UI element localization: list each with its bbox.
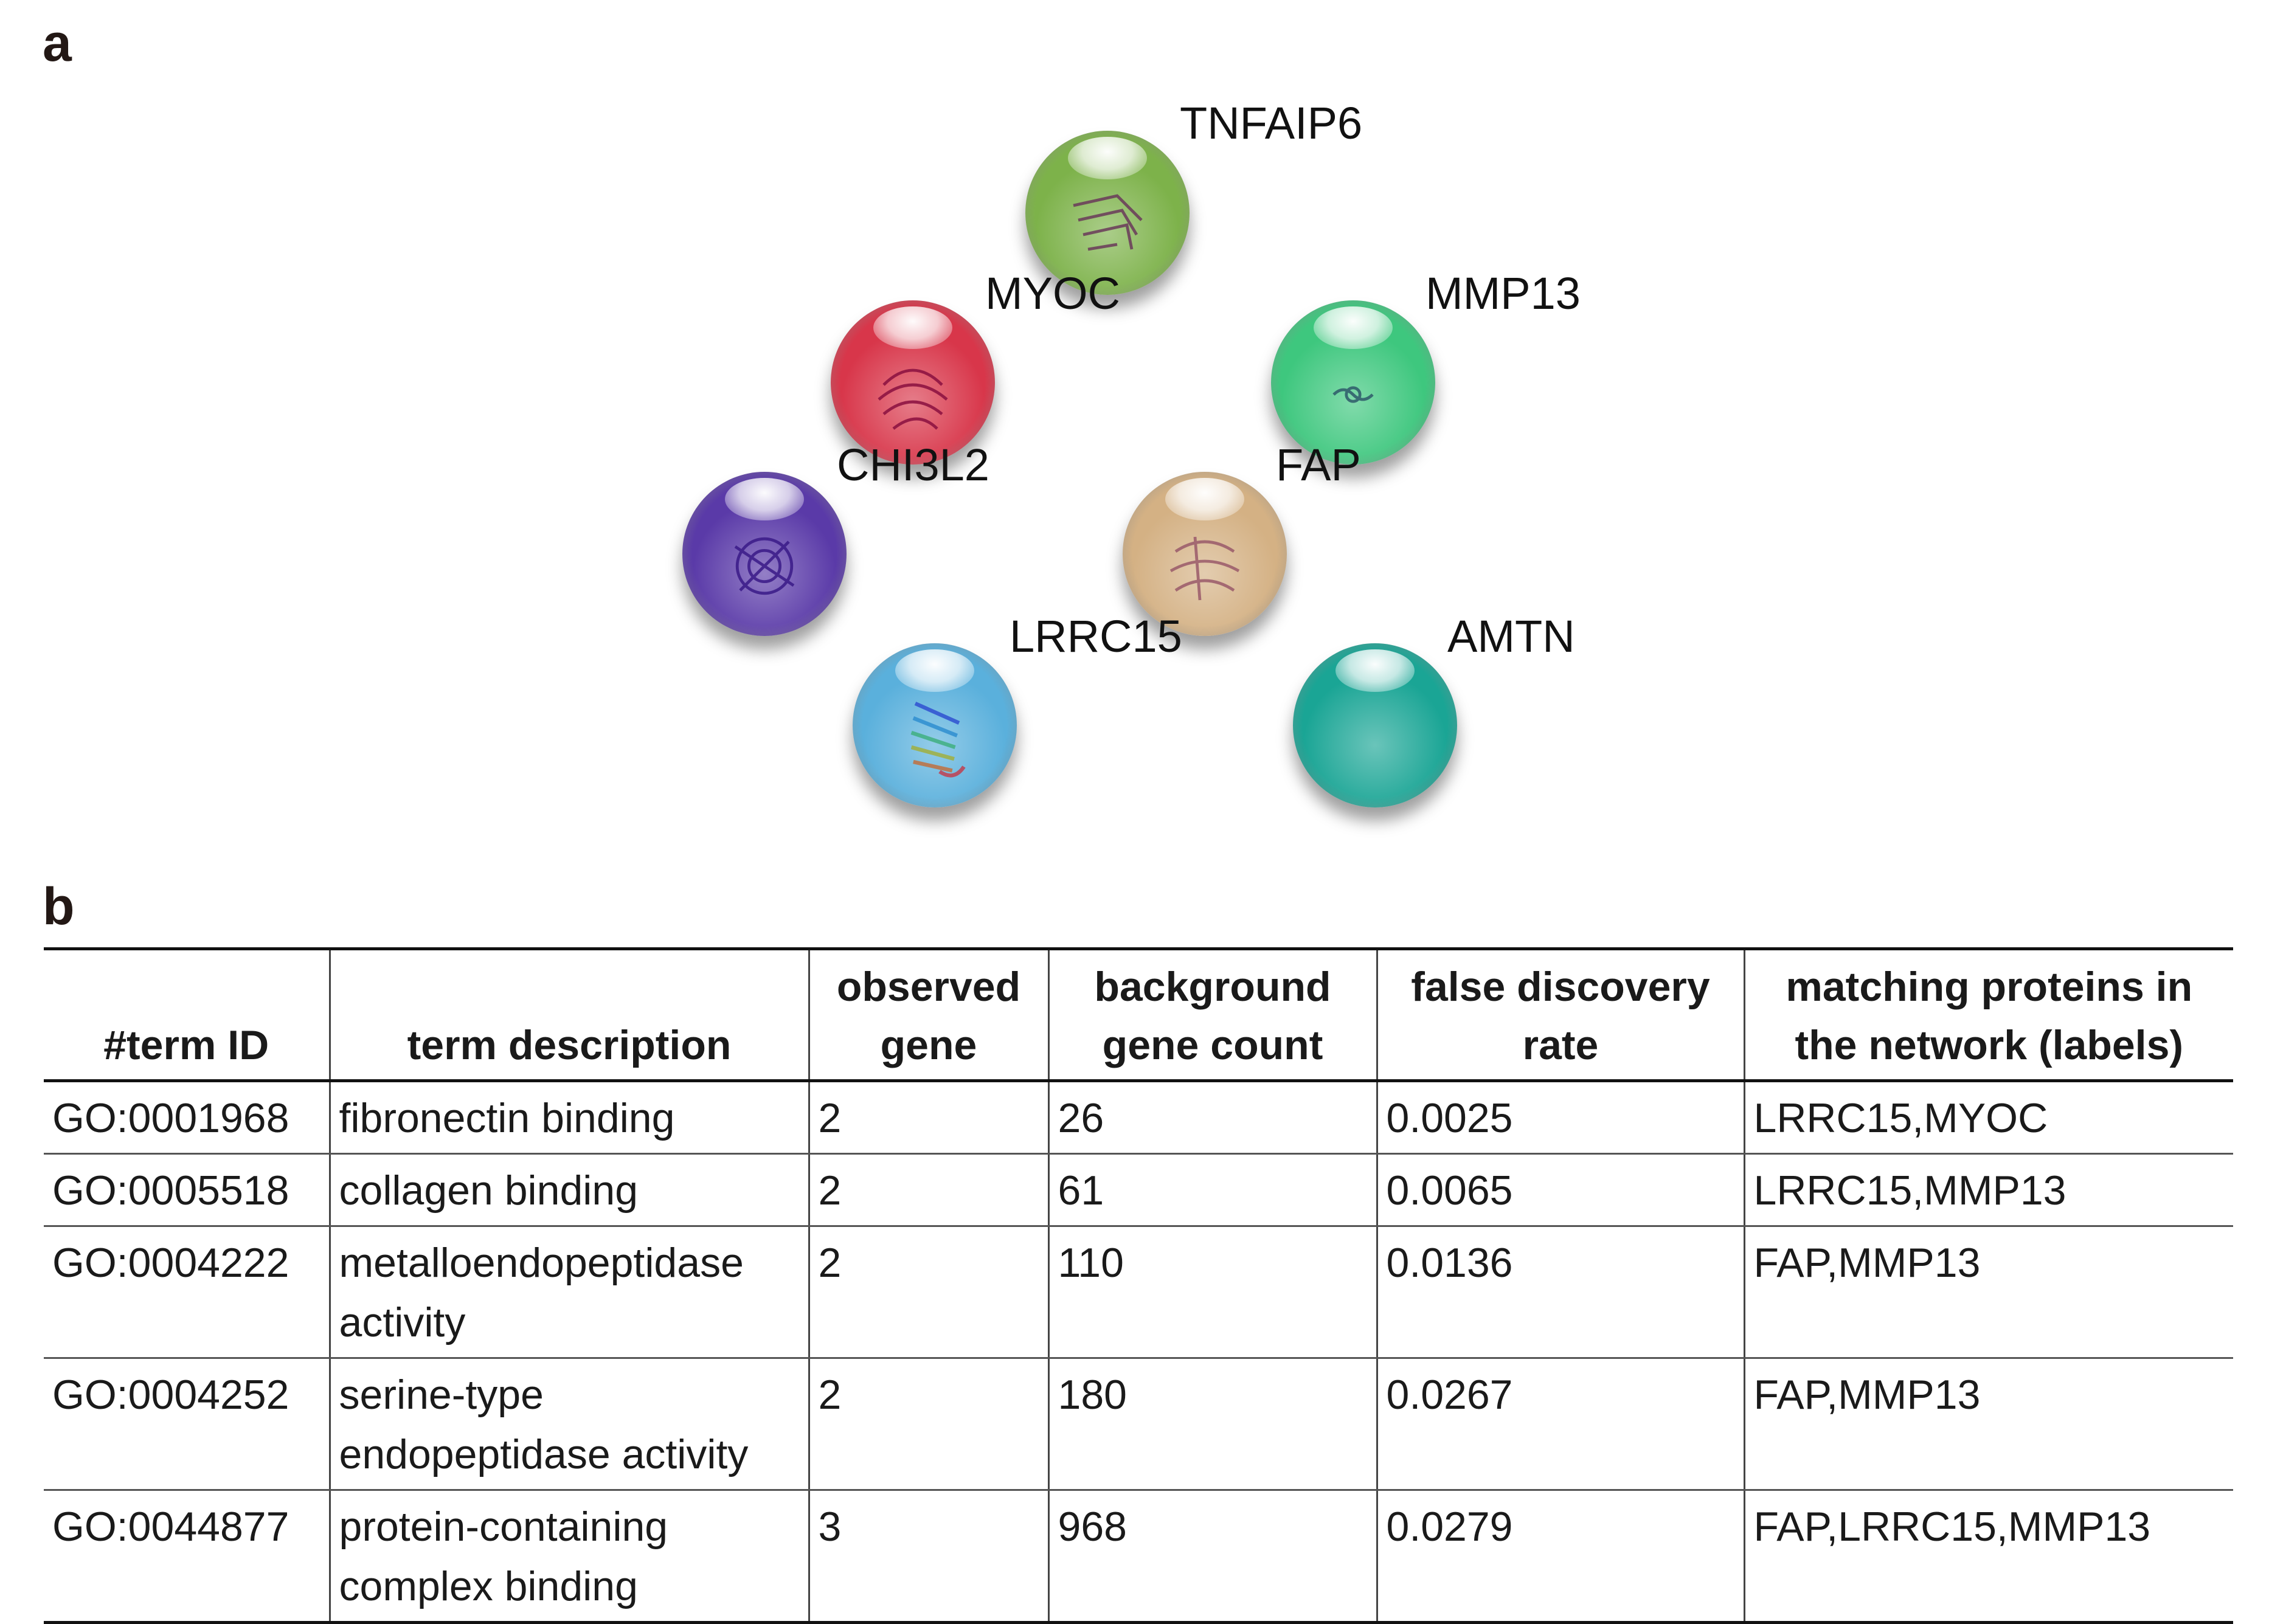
table-row: GO:0044877 protein-containing complex bi… bbox=[44, 1490, 2233, 1624]
cell-observed-gene: 3 bbox=[808, 1490, 1048, 1624]
cell-matching-proteins: FAP,MMP13 bbox=[1743, 1358, 2233, 1491]
header-false-discovery-rate: false discovery rate bbox=[1376, 947, 1744, 1082]
node-lrrc15[interactable] bbox=[853, 643, 1017, 807]
protein-structure-icon bbox=[1073, 194, 1143, 251]
cell-term-id: GO:0001968 bbox=[44, 1080, 330, 1155]
cell-term-id: GO:0005518 bbox=[44, 1153, 330, 1227]
header-term-description: term description bbox=[328, 947, 809, 1082]
cell-term-description: metalloendopeptidase activity bbox=[328, 1226, 809, 1359]
header-observed-gene: observed gene bbox=[808, 947, 1048, 1082]
cell-term-description: collagen binding bbox=[328, 1153, 809, 1227]
cell-observed-gene: 2 bbox=[808, 1080, 1048, 1155]
node-label-lrrc15: LRRC15 bbox=[1010, 611, 1182, 662]
cell-fdr: 0.0267 bbox=[1376, 1358, 1744, 1491]
node-label-mmp13: MMP13 bbox=[1425, 268, 1581, 319]
cell-fdr: 0.0279 bbox=[1376, 1490, 1744, 1624]
table-row: GO:0004222 metalloendopeptidase activity… bbox=[44, 1226, 2233, 1359]
header-term-id: #term ID bbox=[44, 947, 330, 1082]
cell-matching-proteins: LRRC15,MYOC bbox=[1743, 1080, 2233, 1155]
protein-structure-icon bbox=[878, 368, 948, 430]
go-enrichment-table: #term ID term description observed gene … bbox=[44, 947, 2233, 1624]
header-background-gene-count: background gene count bbox=[1047, 947, 1377, 1082]
panel-a-letter: a bbox=[43, 14, 72, 72]
cell-matching-proteins: FAP,LRRC15,MMP13 bbox=[1743, 1490, 2233, 1624]
table-row: GO:0001968 fibronectin binding 2 26 0.00… bbox=[44, 1080, 2233, 1155]
node-label-tnfaip6: TNFAIP6 bbox=[1180, 98, 1363, 148]
node-mmp13[interactable] bbox=[1271, 300, 1435, 465]
panel-b-letter: b bbox=[43, 877, 75, 936]
cell-background-gene-count: 968 bbox=[1047, 1490, 1377, 1624]
node-label-chi3l2: CHI3L2 bbox=[837, 440, 989, 490]
cell-term-description: serine-type endopeptidase activity bbox=[328, 1358, 809, 1491]
cell-term-description: fibronectin binding bbox=[328, 1080, 809, 1155]
cell-observed-gene: 2 bbox=[808, 1358, 1048, 1491]
cell-background-gene-count: 180 bbox=[1047, 1358, 1377, 1491]
node-chi3l2[interactable] bbox=[682, 472, 847, 636]
protein-structure-icon bbox=[734, 537, 795, 595]
table-header-row: #term ID term description observed gene … bbox=[44, 947, 2233, 1082]
node-label-myoc: MYOC bbox=[985, 268, 1120, 319]
cell-matching-proteins: LRRC15,MMP13 bbox=[1743, 1153, 2233, 1227]
cell-term-id: GO:0004222 bbox=[44, 1226, 330, 1359]
node-tnfaip6[interactable] bbox=[1025, 131, 1190, 295]
cell-term-id: GO:0004252 bbox=[44, 1358, 330, 1491]
header-matching-proteins: matching proteins in the network (labels… bbox=[1743, 947, 2233, 1082]
node-label-amtn: AMTN bbox=[1447, 611, 1575, 662]
node-label-fap: FAP bbox=[1276, 440, 1361, 490]
cell-term-id: GO:0044877 bbox=[44, 1490, 330, 1624]
cell-background-gene-count: 110 bbox=[1047, 1226, 1377, 1359]
protein-structure-icon bbox=[1169, 536, 1240, 601]
cell-background-gene-count: 61 bbox=[1047, 1153, 1377, 1227]
cell-background-gene-count: 26 bbox=[1047, 1080, 1377, 1155]
cell-observed-gene: 2 bbox=[808, 1153, 1048, 1227]
protein-structure-icon bbox=[1332, 386, 1374, 403]
cell-matching-proteins: FAP,MMP13 bbox=[1743, 1226, 2233, 1359]
cell-term-description: protein-containing complex binding bbox=[328, 1490, 809, 1624]
cell-observed-gene: 2 bbox=[808, 1226, 1048, 1359]
protein-structure-icon bbox=[910, 702, 966, 778]
node-fap[interactable] bbox=[1123, 472, 1287, 636]
cell-fdr: 0.0025 bbox=[1376, 1080, 1744, 1155]
node-amtn[interactable] bbox=[1293, 643, 1457, 807]
cell-fdr: 0.0136 bbox=[1376, 1226, 1744, 1359]
table-row: GO:0005518 collagen binding 2 61 0.0065 … bbox=[44, 1153, 2233, 1227]
cell-fdr: 0.0065 bbox=[1376, 1153, 1744, 1227]
node-myoc[interactable] bbox=[831, 300, 995, 465]
table-row: GO:0004252 serine-type endopeptidase act… bbox=[44, 1358, 2233, 1491]
